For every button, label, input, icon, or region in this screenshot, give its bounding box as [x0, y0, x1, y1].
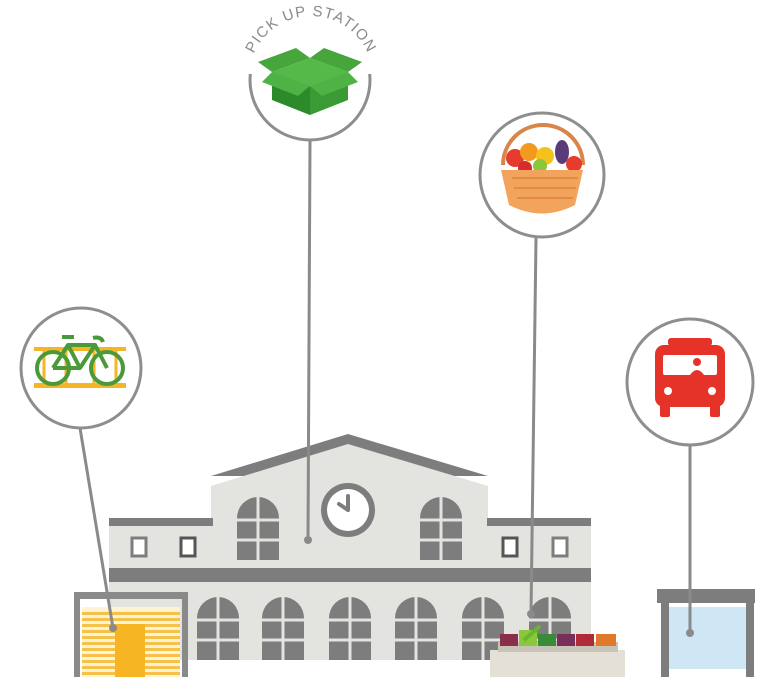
shelter-glass [669, 607, 746, 669]
pickup-connector [306, 139, 312, 541]
wing-window [179, 536, 197, 558]
produce-crate [557, 634, 575, 646]
shed-door [115, 624, 145, 677]
bike-pin [109, 624, 117, 632]
produce-crate [596, 634, 616, 646]
lower-arched-window [395, 597, 437, 660]
market-connector [529, 237, 538, 615]
package-box-icon [258, 48, 362, 115]
lower-arched-window [329, 597, 371, 660]
left-wing [109, 526, 213, 572]
pickup-callout[interactable]: PICK UP STATION [238, 3, 380, 142]
shed-slat [82, 618, 180, 621]
lower-arched-window [197, 597, 239, 660]
produce-crate [500, 634, 518, 646]
pickup-pin [304, 536, 312, 544]
bike-callout[interactable] [19, 306, 143, 430]
station-building [109, 434, 591, 660]
bus-callout[interactable] [625, 317, 755, 447]
bus-pin [686, 629, 694, 637]
bus-shelter [657, 589, 755, 677]
clock [321, 483, 375, 537]
wing-window [551, 536, 569, 558]
connector-lines [78, 139, 692, 633]
bike-shed [74, 592, 188, 677]
shed-slat [82, 612, 180, 615]
wing-window [501, 536, 519, 558]
market-callout[interactable] [478, 111, 606, 239]
market-stall [490, 624, 625, 677]
right-wing-roof [487, 518, 591, 526]
bicycle-icon [34, 335, 126, 388]
bus-icon [655, 338, 725, 417]
fruit-basket-icon [501, 123, 585, 214]
upper-arched-window [237, 497, 279, 560]
upper-arched-window [420, 497, 462, 560]
market-pin [527, 610, 535, 618]
bike-connector [78, 427, 115, 629]
left-wing-roof [109, 518, 213, 526]
lower-arched-window [462, 597, 504, 660]
produce-crate [538, 634, 556, 646]
wing-window [130, 536, 148, 558]
lower-arched-window [262, 597, 304, 660]
produce-crate [576, 634, 594, 646]
facade-band [109, 568, 591, 582]
